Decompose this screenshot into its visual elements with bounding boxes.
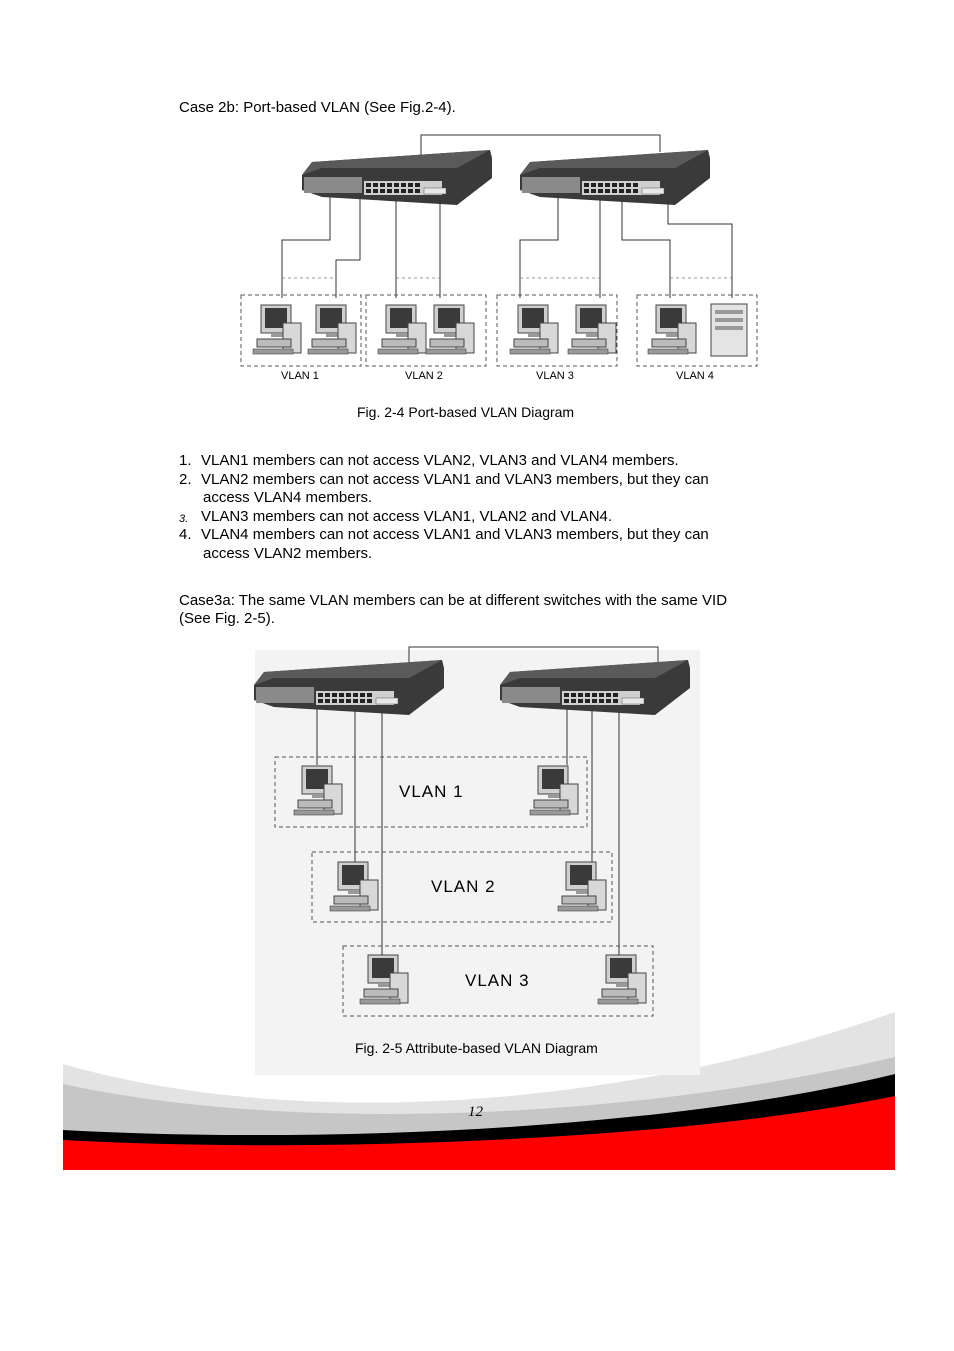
fig24-vlan3-label: VLAN 3	[536, 370, 574, 382]
list-item-number: 3.	[179, 512, 189, 525]
list-item-number: 2.	[179, 470, 192, 488]
list-item-text: VLAN3 members can not access VLAN1, VLAN…	[201, 507, 613, 525]
fig25-vlan2-label: VLAN 2	[431, 877, 496, 896]
list-item-continuation: access VLAN4 members.	[203, 489, 373, 506]
list-item: 3. VLAN3 members can not access VLAN1, V…	[179, 508, 799, 527]
figure-2-4-diagram	[240, 134, 758, 367]
list-item: 1. VLAN1 members can not access VLAN2, V…	[179, 452, 799, 471]
fig24-vlan2-label: VLAN 2	[405, 370, 443, 382]
list-item-number: 4.	[179, 526, 192, 543]
list-item-text: VLAN1 members can not access VLAN2, VLAN…	[201, 452, 679, 469]
fig24-caption: Fig. 2-4 Port-based VLAN Diagram	[357, 404, 575, 420]
fig24-vlan4-label: VLAN 4	[676, 370, 714, 382]
fig25-vlan1-label: VLAN 1	[399, 782, 464, 801]
list-item-text: VLAN4 members can not access VLAN1 and V…	[201, 526, 709, 543]
footer-swoosh	[63, 1012, 895, 1170]
vlan-rules-list: 1. VLAN1 members can not access VLAN2, V…	[179, 452, 799, 563]
list-item: 2. VLAN2 members can not access VLAN1 an…	[179, 471, 799, 508]
case3a-line1: Case3a: The same VLAN members can be at …	[179, 592, 728, 609]
list-item-text: VLAN2 members can not access VLAN1 and V…	[201, 470, 709, 488]
list-item-number: 1.	[179, 452, 192, 469]
fig25-vlan3-label: VLAN 3	[465, 971, 530, 990]
page-number: 12	[468, 1104, 483, 1120]
list-item: 4. VLAN4 members can not access VLAN1 an…	[179, 526, 799, 563]
list-item-continuation: access VLAN2 members.	[203, 544, 373, 562]
fig25-caption: Fig. 2-5 Attribute-based VLAN Diagram	[355, 1040, 598, 1056]
figure-2-5-diagram	[253, 646, 700, 1075]
fig24-vlan1-label: VLAN 1	[281, 370, 319, 382]
case2b-heading: Case 2b: Port-based VLAN (See Fig.2-4).	[179, 99, 456, 116]
case3a-line2: (See Fig. 2-5).	[179, 610, 275, 627]
